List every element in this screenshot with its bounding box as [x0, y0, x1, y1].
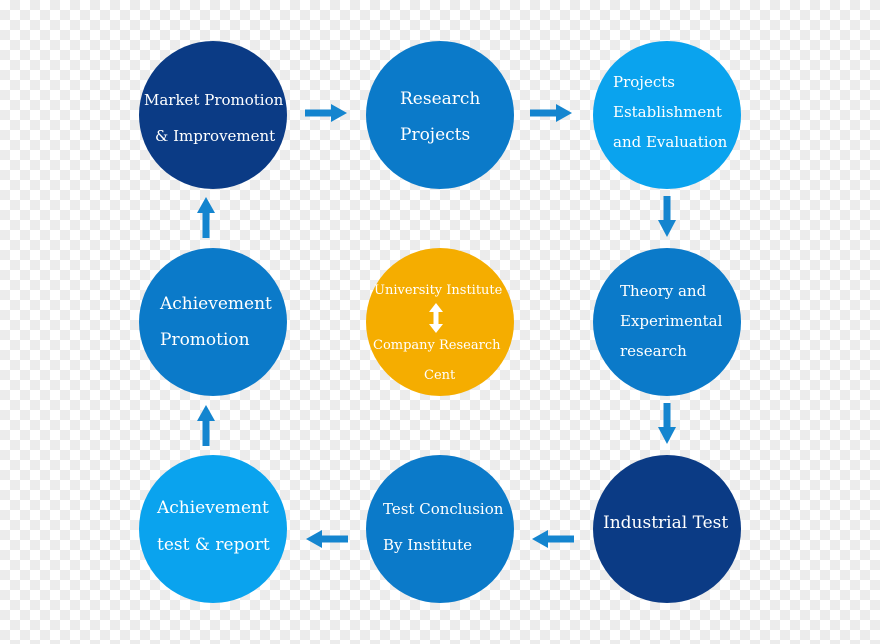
node-market-promotion-line2: & Improvement	[155, 127, 276, 145]
node-market-promotion: Market Promotion & Improvement	[139, 41, 287, 189]
node-theory-line1: Theory and	[620, 282, 707, 300]
node-projects-establishment-line1: Projects	[613, 73, 675, 91]
arrow-up-promotion-to-market	[197, 197, 215, 238]
node-projects-establishment-line2: Establishment	[613, 103, 722, 121]
node-industrial-test: Industrial Test	[593, 455, 741, 603]
node-projects-establishment-line3: and Evaluation	[613, 133, 728, 151]
node-test-conclusion-line2: By Institute	[383, 536, 472, 554]
node-theory-line3: research	[620, 342, 687, 360]
node-achievement-promotion: Achievement Promotion	[139, 248, 287, 396]
arrow-left-test-conclusion-to-achievement-test	[306, 530, 348, 548]
node-achievement-test-line1: Achievement	[157, 498, 269, 518]
node-university-company: University Institute Company Research Ce…	[366, 248, 514, 396]
node-achievement-test: Achievement test & report	[139, 455, 287, 603]
arrow-down-theory-to-industrial	[658, 403, 676, 444]
node-theory-line2: Experimental	[620, 312, 723, 330]
node-test-conclusion-line1: Test Conclusion	[383, 500, 504, 518]
double-arrow-up-down-icon	[429, 303, 443, 333]
node-research-projects: Research Projects	[366, 41, 514, 189]
node-market-promotion-line1: Market Promotion	[144, 91, 284, 109]
node-company-line3: Cent	[424, 368, 456, 383]
node-university-line1: University Institute	[374, 283, 503, 298]
node-achievement-promotion-line2: Promotion	[160, 330, 250, 350]
node-achievement-test-line2: test & report	[157, 535, 270, 555]
node-industrial-test-line1: Industrial Test	[603, 513, 729, 533]
node-research-projects-line2: Projects	[400, 125, 471, 145]
arrow-up-achievement-test-to-promotion	[197, 405, 215, 446]
arrow-right-market-to-research	[305, 104, 347, 122]
node-projects-establishment: Projects Establishment and Evaluation	[593, 41, 741, 189]
arrow-left-industrial-to-test-conclusion	[532, 530, 574, 548]
arrow-down-projects-to-theory	[658, 196, 676, 237]
node-achievement-promotion-line1: Achievement	[160, 294, 272, 314]
node-theory-experimental: Theory and Experimental research	[593, 248, 741, 396]
node-research-projects-line1: Research	[400, 89, 481, 109]
node-company-line2: Company Research	[373, 338, 501, 353]
node-test-conclusion: Test Conclusion By Institute	[366, 455, 514, 603]
arrow-right-research-to-projects	[530, 104, 572, 122]
